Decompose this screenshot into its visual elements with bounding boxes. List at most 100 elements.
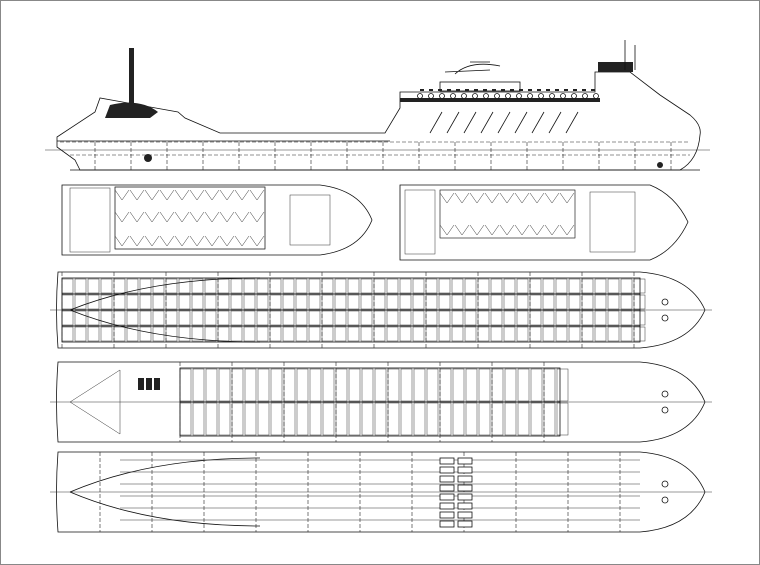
- cabin-berth: [469, 224, 485, 236]
- window: [564, 89, 568, 91]
- car-slot: [477, 310, 490, 326]
- vehicle-lane: [61, 293, 641, 311]
- wheelhouse: [598, 62, 633, 72]
- cabin-berth: [249, 235, 265, 247]
- lifeboat-davit: [480, 111, 494, 134]
- cabin-berth: [159, 189, 175, 201]
- car-slot: [205, 368, 218, 402]
- cabin-berth: [514, 192, 530, 204]
- car-slot: [399, 294, 412, 310]
- car-slot: [594, 278, 607, 294]
- car-slot: [178, 294, 191, 310]
- cabin-berth: [499, 224, 515, 236]
- car-slot: [61, 278, 74, 294]
- car-slot: [269, 326, 282, 342]
- upper-vehicle-deck-plan: [50, 271, 712, 349]
- car-slot: [256, 278, 269, 294]
- car-slot: [178, 326, 191, 342]
- car-slot: [633, 294, 646, 310]
- cabin-block: [114, 186, 266, 250]
- car-slot: [282, 326, 295, 342]
- cabin-berth: [484, 224, 500, 236]
- car-slot: [100, 278, 113, 294]
- car-slot: [334, 310, 347, 326]
- porthole: [472, 93, 478, 99]
- car-slot: [347, 310, 360, 326]
- cabin-berth: [129, 211, 145, 223]
- car-icon: [457, 484, 473, 492]
- profile-view: [45, 40, 710, 171]
- porthole: [582, 93, 588, 99]
- car-slot: [426, 402, 439, 436]
- vehicle-lane: [61, 277, 641, 295]
- engine-icon: [144, 154, 152, 162]
- bridge-deck-band: [400, 98, 600, 102]
- porthole: [571, 93, 577, 99]
- window: [546, 89, 550, 91]
- car-slot: [425, 310, 438, 326]
- car-slot: [555, 294, 568, 310]
- car-slot: [516, 294, 529, 310]
- car-slot: [217, 278, 230, 294]
- car-slot: [113, 278, 126, 294]
- car-slot: [243, 310, 256, 326]
- car-slot: [543, 402, 556, 436]
- car-slot: [139, 326, 152, 342]
- cabin-berth: [529, 224, 545, 236]
- car-slot: [386, 310, 399, 326]
- car-icon: [439, 502, 455, 510]
- car-slot: [451, 310, 464, 326]
- window: [456, 89, 460, 91]
- car-slot: [139, 294, 152, 310]
- car-slot: [542, 278, 555, 294]
- cabin-berth: [114, 189, 130, 201]
- car-slot: [607, 294, 620, 310]
- ramp-taper: [69, 457, 261, 527]
- car-slot: [165, 326, 178, 342]
- car-slot: [243, 326, 256, 342]
- window: [510, 89, 514, 91]
- car-slot: [282, 278, 295, 294]
- car-slot: [308, 294, 321, 310]
- cabin-berth: [544, 224, 560, 236]
- car-slot: [283, 368, 296, 402]
- cabin-berth: [204, 211, 220, 223]
- car-icon: [457, 493, 473, 501]
- car-slot: [542, 310, 555, 326]
- porthole: [593, 93, 599, 99]
- capstan-icon: [661, 314, 669, 322]
- bow-thruster-icon: [657, 162, 663, 168]
- car-slot: [477, 278, 490, 294]
- car-slot: [334, 294, 347, 310]
- car-slot: [464, 294, 477, 310]
- cabin-berth: [484, 192, 500, 204]
- car-slot: [179, 368, 192, 402]
- window: [555, 89, 559, 91]
- car-slot: [412, 278, 425, 294]
- cabin-berth: [529, 192, 545, 204]
- hull-plan-outline: [56, 271, 706, 349]
- car-slot: [503, 326, 516, 342]
- car-slot: [152, 326, 165, 342]
- car-slot: [516, 310, 529, 326]
- funnel-casing: [105, 102, 158, 118]
- car-slot: [568, 326, 581, 342]
- main-vehicle-deck-plan: [50, 361, 712, 443]
- car-slot: [386, 326, 399, 342]
- window: [537, 89, 541, 91]
- car-slot: [217, 310, 230, 326]
- cabin-berth: [204, 189, 220, 201]
- car-slot: [347, 326, 360, 342]
- car-slot: [152, 294, 165, 310]
- car-slot: [438, 294, 451, 310]
- car-slot: [74, 278, 87, 294]
- cabin-block: [114, 186, 266, 250]
- cabin-berth: [114, 211, 130, 223]
- car-slot: [152, 310, 165, 326]
- car-slot: [517, 368, 530, 402]
- porthole: [516, 93, 522, 99]
- car-slot: [334, 278, 347, 294]
- car-slot: [399, 310, 412, 326]
